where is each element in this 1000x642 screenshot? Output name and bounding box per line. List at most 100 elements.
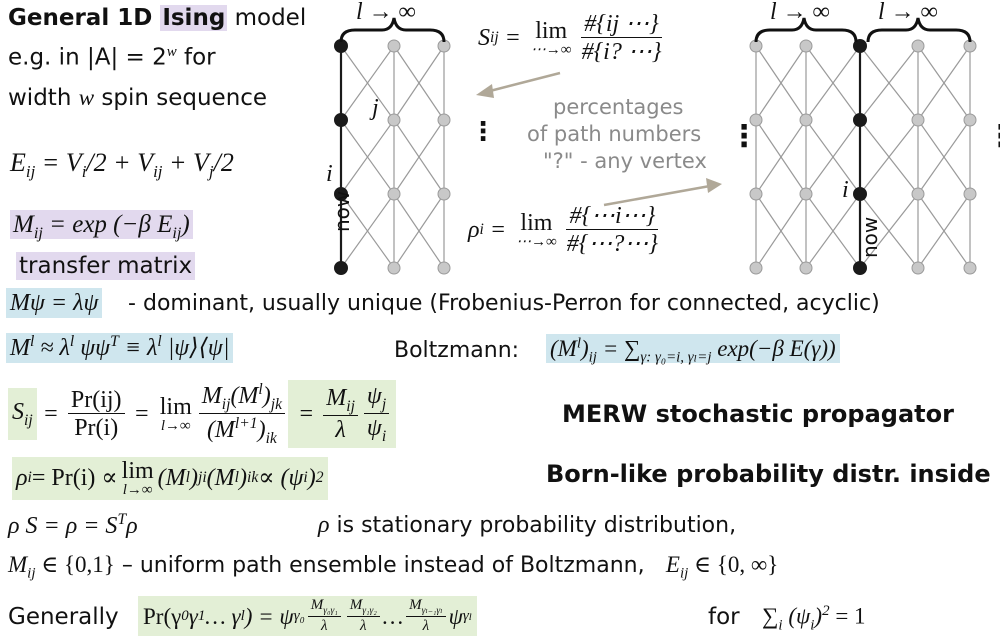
p-a: M: [10, 335, 30, 361]
g-f2-sub: γ₁γ₂: [362, 604, 377, 616]
merw-f2-num: Mij(Ml)jk: [198, 381, 286, 414]
lattice-node: [911, 187, 925, 201]
lattice-edge: [917, 45, 971, 121]
rho-lim-sub: ⋯→∞: [516, 233, 557, 250]
st-desc-var: ρ: [318, 512, 330, 538]
born-c-sup: 2: [315, 469, 324, 487]
g-f2-den: λ: [359, 618, 367, 635]
lattice-node-dark: [853, 39, 867, 53]
lattice-edge: [859, 119, 919, 195]
st-b: ρ: [126, 513, 138, 539]
eigen-line: Mψ = λψ - dominant, usually unique (Frob…: [6, 288, 880, 318]
lattice-node: [799, 39, 813, 53]
lattice-edge: [340, 45, 395, 121]
lattice-node: [387, 113, 401, 127]
born-b-sup: l: [234, 469, 239, 487]
lattice-node-dark: [853, 261, 867, 275]
lattice-edge: [340, 119, 395, 195]
transfer-expr: Mij = exp (−β Eij): [10, 210, 193, 242]
title-rest: model: [227, 5, 307, 31]
lattice-node: [911, 261, 925, 275]
f4d-sub: i: [381, 427, 387, 445]
arrow-head-left: [476, 84, 494, 98]
un-e-wrap: Eij ∈ {0, ∞}: [666, 552, 778, 581]
brace-left: [339, 17, 446, 43]
g-f2-num: Mγ₁γ₂: [346, 596, 380, 618]
bz-sumsub: γ: γ₀=i, γₗ=j: [640, 349, 712, 366]
merw-eq2: =: [133, 401, 150, 427]
g-dots: …: [382, 603, 404, 629]
rho-lim: lim⋯→∞: [516, 211, 557, 250]
gn-c: ): [814, 603, 823, 629]
born-b: (M: [206, 465, 235, 491]
merw-f3-den: λ: [335, 417, 346, 444]
e-v2-sub: ij: [153, 162, 163, 182]
born-b-b: ): [239, 465, 247, 491]
right-lattice-nodes: [749, 39, 977, 275]
tr-c: ): [181, 211, 190, 238]
merw-label: MERW stochastic propagator: [562, 400, 954, 428]
g-f2: M: [349, 596, 363, 613]
lattice-node: [799, 261, 813, 275]
g-sl: l: [240, 607, 245, 624]
bz-a: (M: [550, 335, 577, 361]
lattice-edge: [859, 45, 919, 121]
p-sup2: l: [69, 333, 75, 350]
f4n-sub: j: [381, 395, 387, 413]
merw-f1-num: Pr(ij): [67, 388, 125, 414]
title: General 1D Ising model: [8, 5, 307, 31]
energy-equation: Eij = Vi/2 + Vij + Vj/2: [10, 150, 234, 181]
lattice-node: [911, 39, 925, 53]
rho-eq: =: [489, 217, 507, 243]
merw-lim-sub: l→∞: [160, 417, 191, 434]
line3-b: spin sequence: [94, 85, 268, 111]
g-b: … γ: [205, 603, 241, 629]
g-psi-sub: γ₀: [293, 607, 305, 624]
g-f1: M: [310, 596, 324, 613]
merw-frac2: Mij(Ml)jk(Ml+1)ik: [198, 381, 286, 447]
merw-f4-num: ψj: [363, 382, 390, 414]
born-c-b: ): [307, 465, 316, 491]
born-lim-sub: l→∞: [122, 481, 153, 498]
label-i-right: i: [842, 177, 849, 203]
f3n: M: [326, 384, 347, 411]
tr-b: = exp (−β E: [42, 211, 173, 238]
merw-lhs-box: Sij: [8, 387, 37, 441]
lattice-edge: [393, 193, 445, 269]
lattice-node-dark: [853, 187, 867, 201]
lattice-node: [799, 187, 813, 201]
born-lhs-sub: i: [27, 469, 32, 487]
gn-a: ∑: [762, 603, 779, 629]
lattice-edge: [805, 193, 861, 269]
gn-b: (ψ: [782, 603, 811, 629]
e-mid: /2 + V: [86, 148, 154, 177]
lattice-node: [437, 261, 451, 275]
stationary-expr: ρ S = ρ = STρ: [8, 512, 138, 538]
g-psi2-sub: γₗ: [462, 607, 473, 624]
lattice-edge: [340, 193, 395, 269]
boltzmann-expr: (Ml)ij = ∑γ: γ₀=i, γₗ=j exp(−β E(γ)): [546, 333, 840, 366]
arrow-to-right-graph: [603, 184, 711, 207]
rho-num: #{⋯i⋯}: [566, 204, 659, 230]
f4d: ψ: [366, 415, 382, 441]
rho-fraction: #{⋯i⋯}#{⋯?⋯}: [564, 204, 661, 256]
lattice-edge: [805, 45, 861, 121]
un-desc: – uniform path ensemble instead of Boltz…: [114, 553, 645, 578]
merw-f4-den: ψi: [364, 414, 389, 444]
f2n-sub2: jk: [270, 395, 283, 413]
bz-b: ): [580, 335, 589, 361]
lattice-edge: [393, 119, 445, 195]
line3-a: width: [8, 85, 79, 111]
f4n: ψ: [366, 382, 382, 409]
arrow-to-left-graph: [485, 71, 561, 94]
tr-sub: ij: [33, 224, 43, 242]
